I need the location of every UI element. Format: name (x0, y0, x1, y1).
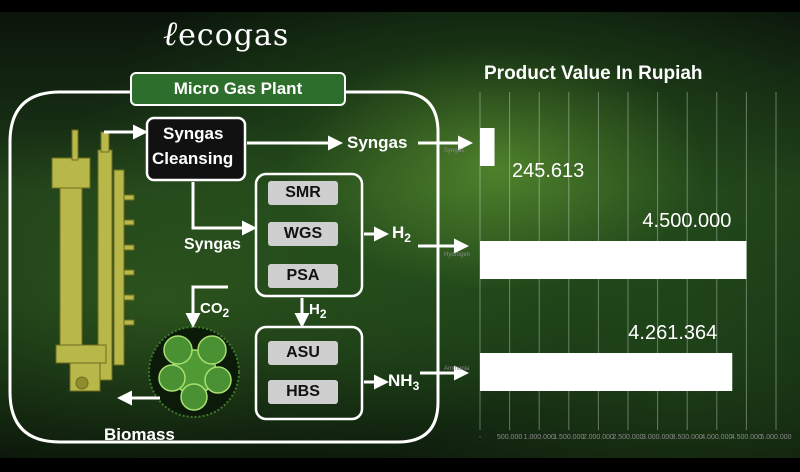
node-hbs: HBS (268, 380, 338, 404)
h2-mid-text: H (309, 301, 320, 318)
h2-output-subscript: 2 (404, 231, 411, 245)
logo-mark-icon: ℓ (163, 14, 179, 54)
bar-syngas (480, 128, 495, 166)
arrow-co2 (185, 285, 228, 328)
h2-mid-subscript: 2 (319, 307, 327, 321)
node-smr: SMR (268, 181, 338, 205)
category-label: Syngas (444, 148, 465, 154)
plant-boundary (8, 90, 440, 444)
x-tick-label: 1.000.000 (523, 434, 555, 441)
category-label: Hydrogen (444, 252, 471, 258)
syngas-branch-label: Syngas (184, 236, 241, 253)
nh3-text: NH (388, 371, 413, 390)
ecogas-logo: ℓecogas (163, 14, 289, 54)
bar-value-label: 4.261.364 (628, 322, 718, 344)
algae-cell-icon (148, 326, 240, 418)
x-tick-label: 1.500.000 (553, 434, 585, 441)
arrow-syngas-branch (191, 182, 257, 236)
h2-mid-label: H2 (309, 301, 327, 321)
bar-value-label: 4.500.000 (642, 210, 732, 232)
co2-label: CO2 (200, 300, 230, 320)
bar-value-label: 245.613 (512, 160, 585, 182)
x-tick-label: 3.500.000 (671, 434, 703, 441)
co2-text: CO (200, 300, 223, 317)
nh3-subscript: 3 (412, 379, 420, 393)
plant-title: Micro Gas Plant (130, 72, 346, 106)
biomass-label: Biomass (104, 425, 175, 444)
node-psa: PSA (268, 264, 338, 288)
bar-ammonia (480, 353, 733, 391)
x-tick-label: 3.000.000 (642, 434, 674, 441)
node-asu: ASU (268, 341, 338, 365)
chart-title: Product Value In Rupiah (484, 63, 703, 84)
bottom-letterbox (0, 458, 800, 472)
top-letterbox (0, 0, 800, 12)
nh3-label: NH3 (388, 371, 420, 393)
h2-output-label: H2 (392, 223, 411, 245)
bar-hydrogen (480, 241, 747, 279)
cleansing-label-line1: Syngas (163, 124, 224, 143)
category-label: Ammonia (444, 366, 470, 372)
x-tick-label: 5.000.000 (760, 434, 792, 441)
syngas-output-label: Syngas (347, 133, 408, 152)
x-tick-label: 4.000.000 (701, 434, 733, 441)
syngas-cleansing-box (145, 116, 247, 182)
x-tick-label: 2.500.000 (612, 434, 644, 441)
x-tick-label: 4.500.000 (730, 434, 762, 441)
x-tick-label: 2.000.000 (582, 434, 614, 441)
node-wgs: WGS (268, 222, 338, 246)
gasifier-reactor-icon (51, 129, 135, 392)
x-tick-label: 500.000 (496, 434, 523, 441)
co2-subscript: 2 (222, 306, 230, 320)
h2-output-text: H (392, 223, 405, 242)
logo-text: ecogas (178, 18, 290, 53)
cleansing-label-line2: Cleansing (152, 149, 234, 168)
x-tick-label: - (478, 434, 482, 441)
